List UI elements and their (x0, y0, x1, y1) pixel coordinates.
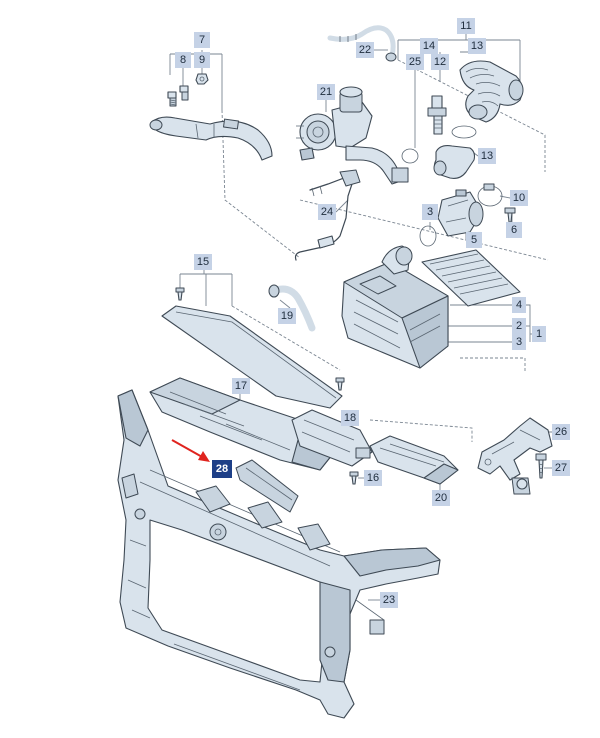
callout-26[interactable]: 26 (552, 424, 570, 440)
bolt-part-8 (167, 85, 189, 107)
svg-text:4: 4 (516, 299, 522, 311)
svg-text:21: 21 (320, 86, 332, 98)
callout-13-lower[interactable]: 13 (478, 148, 496, 164)
callout-8[interactable]: 8 (175, 52, 191, 68)
svg-text:13: 13 (471, 40, 483, 52)
callout-2[interactable]: 2 (512, 318, 526, 334)
seal-ring-part-3 (419, 225, 437, 247)
svg-text:23: 23 (383, 594, 395, 606)
bolt-part-27 (535, 453, 547, 479)
turbocharger-part-21 (296, 86, 409, 185)
svg-text:3: 3 (427, 206, 433, 218)
callout-23[interactable]: 23 (380, 592, 398, 608)
svg-text:24: 24 (321, 206, 333, 218)
callout-14[interactable]: 14 (420, 38, 438, 54)
elbow-pipe-part-13 (433, 145, 476, 179)
seal-ring-part-14 (451, 125, 477, 139)
callout-25[interactable]: 25 (406, 54, 424, 70)
callout-20[interactable]: 20 (432, 490, 450, 506)
svg-text:7: 7 (199, 34, 205, 46)
svg-text:9: 9 (199, 54, 205, 66)
callout-17[interactable]: 17 (232, 378, 250, 394)
intake-pipe-part-11 (459, 60, 524, 123)
vacuum-hose-part-22 (327, 25, 397, 62)
callout-12[interactable]: 12 (431, 54, 449, 70)
svg-text:18: 18 (344, 412, 356, 424)
hose-clamp-part-10 (477, 183, 503, 207)
callout-27[interactable]: 27 (552, 460, 570, 476)
callout-3-upper[interactable]: 3 (422, 204, 438, 220)
o-ring-part-25 (401, 148, 419, 164)
callout-19[interactable]: 19 (278, 308, 296, 324)
charge-air-hose-part-7 (149, 116, 273, 161)
foam-pad-part-28 (235, 459, 299, 513)
callout-1[interactable]: 1 (532, 326, 546, 342)
filter-element-part-4 (421, 249, 521, 307)
callout-15[interactable]: 15 (194, 254, 212, 270)
vent-pipe-part-24 (294, 169, 361, 261)
seal-strip-part-15 (161, 305, 343, 409)
air-duct-part-20 (369, 435, 459, 485)
callout-3-lower[interactable]: 3 (512, 334, 526, 350)
svg-text:12: 12 (434, 56, 446, 68)
callout-9[interactable]: 9 (194, 52, 210, 68)
callout-18[interactable]: 18 (341, 410, 359, 426)
bolt-part-15 (175, 287, 345, 391)
svg-text:16: 16 (367, 472, 379, 484)
bracket-part-26 (477, 417, 553, 495)
svg-text:8: 8 (180, 54, 186, 66)
svg-text:19: 19 (281, 310, 293, 322)
callout-11[interactable]: 11 (457, 18, 475, 34)
svg-text:22: 22 (359, 44, 371, 56)
air-guide-part-18 (291, 409, 373, 467)
svg-text:17: 17 (235, 380, 247, 392)
svg-text:2: 2 (516, 320, 522, 332)
callout-28[interactable]: 28 (212, 460, 232, 478)
svg-text:13: 13 (481, 150, 493, 162)
callout-24[interactable]: 24 (318, 204, 336, 220)
svg-text:6: 6 (511, 224, 517, 236)
callout-4[interactable]: 4 (512, 297, 526, 313)
svg-text:14: 14 (423, 40, 435, 52)
highlight-arrow (171, 439, 210, 462)
callout-10[interactable]: 10 (510, 190, 528, 206)
callout-7[interactable]: 7 (194, 32, 210, 48)
sensor-part-12 (427, 95, 447, 135)
callout-22[interactable]: 22 (356, 42, 374, 58)
bolt-part-16 (349, 471, 359, 485)
callout-21[interactable]: 21 (317, 84, 335, 100)
svg-text:10: 10 (513, 192, 525, 204)
callout-16[interactable]: 16 (364, 470, 382, 486)
svg-text:1: 1 (536, 328, 542, 340)
svg-text:20: 20 (435, 492, 447, 504)
svg-text:11: 11 (460, 20, 471, 32)
svg-text:27: 27 (555, 462, 567, 474)
svg-text:3: 3 (516, 336, 522, 348)
svg-text:25: 25 (409, 56, 421, 68)
vent-hose-part-19 (268, 284, 316, 332)
svg-text:5: 5 (471, 234, 477, 246)
front-end-carrier-part-23 (117, 389, 441, 719)
svg-text:28: 28 (216, 463, 228, 475)
air-mass-meter-part-5 (437, 189, 484, 237)
callout-5[interactable]: 5 (466, 232, 482, 248)
callout-6[interactable]: 6 (506, 222, 522, 238)
callout-13-upper[interactable]: 13 (468, 38, 486, 54)
svg-text:26: 26 (555, 426, 567, 438)
bolt-part-6 (504, 207, 516, 223)
nut-part-9 (195, 73, 209, 85)
air-filter-housing-part-1 (341, 245, 449, 369)
svg-text:15: 15 (197, 256, 209, 268)
